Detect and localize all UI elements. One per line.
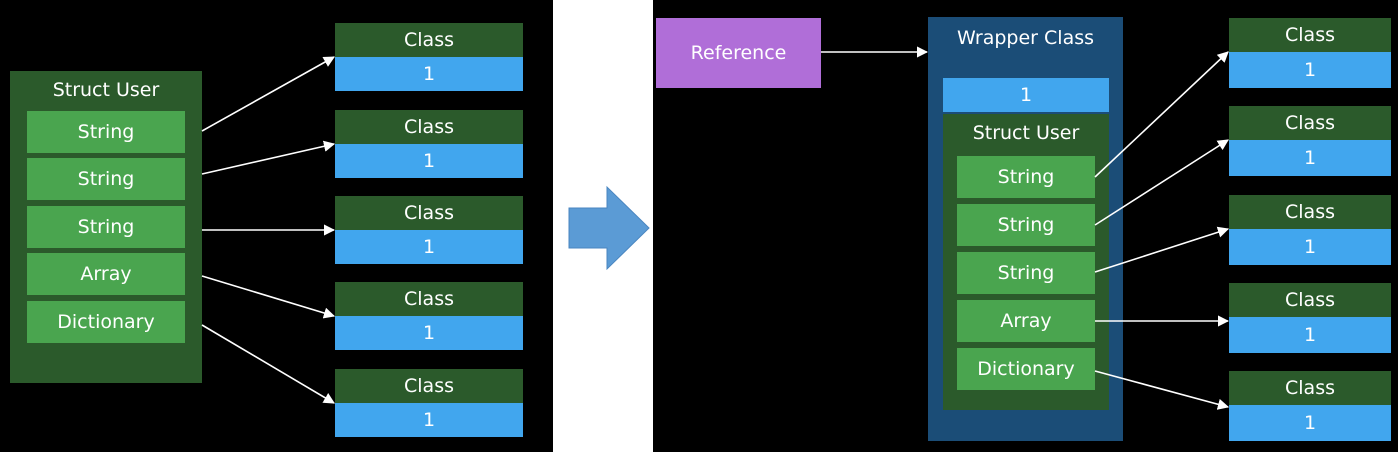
field-dictionary: Dictionary [957,348,1095,390]
wrapper-class-title: Wrapper Class [956,27,1095,49]
struct-user-title: Struct User [52,79,160,101]
wrapper-count: 1 [943,78,1109,112]
left-diagram: Struct User String String String Array D… [0,0,553,452]
pointer-arrow [201,140,336,175]
field-string: String [27,206,185,248]
class-label: Class [1229,18,1391,52]
class-label: Class [335,23,523,57]
class-label: Class [1229,371,1391,405]
class-label: Class [1229,283,1391,317]
class-count: 1 [335,57,523,91]
field-string: String [957,156,1095,198]
class-label: Class [335,110,523,144]
pointer-arrow [201,56,335,132]
reference-box: Reference [656,18,821,88]
field-dictionary: Dictionary [27,301,185,343]
class-label: Class [335,369,523,403]
field-array: Array [27,253,185,295]
class-label: Class [335,196,523,230]
class-count: 1 [1229,405,1391,441]
class-count: 1 [335,144,523,178]
field-string: String [957,204,1095,246]
class-count: 1 [1229,229,1391,265]
right-diagram: Reference Wrapper Class 1 Struct User St… [653,0,1398,452]
class-count: 1 [335,316,523,350]
field-string: String [957,252,1095,294]
class-count: 1 [335,403,523,437]
class-label: Class [1229,106,1391,140]
pointer-arrow [201,275,336,319]
class-label: Class [1229,195,1391,229]
pointer-arrow [201,324,335,404]
struct-user-title: Struct User [972,122,1080,144]
field-string: String [27,158,185,200]
class-count: 1 [1229,140,1391,176]
class-count: 1 [1229,52,1391,88]
class-count: 1 [335,230,523,264]
class-count: 1 [1229,317,1391,353]
class-label: Class [335,282,523,316]
transition-arrow-icon [568,185,650,271]
field-array: Array [957,300,1095,342]
field-string: String [27,111,185,153]
